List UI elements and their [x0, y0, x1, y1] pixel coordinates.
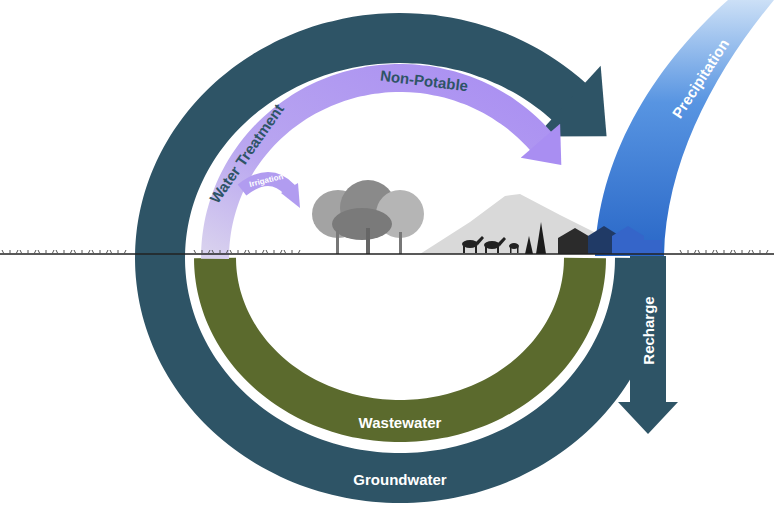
return-arrowhead — [536, 66, 607, 137]
band-label: Groundwater — [353, 472, 446, 487]
ground-line — [0, 253, 774, 255]
house — [558, 228, 592, 254]
house — [640, 240, 662, 254]
horses — [462, 236, 519, 253]
grass — [2, 250, 768, 254]
conifers — [525, 222, 546, 254]
groundwater-band — [160, 258, 640, 478]
recharge-arrow — [618, 256, 678, 434]
band-label: Wastewater — [359, 415, 442, 430]
trees — [312, 180, 424, 254]
irrigation-arrowhead — [281, 183, 300, 208]
house — [612, 226, 644, 254]
precipitation-band — [595, 0, 774, 256]
recharge-label: Recharge — [641, 296, 656, 364]
wastewater-band — [215, 258, 585, 421]
treatment-arrowhead — [521, 124, 562, 165]
